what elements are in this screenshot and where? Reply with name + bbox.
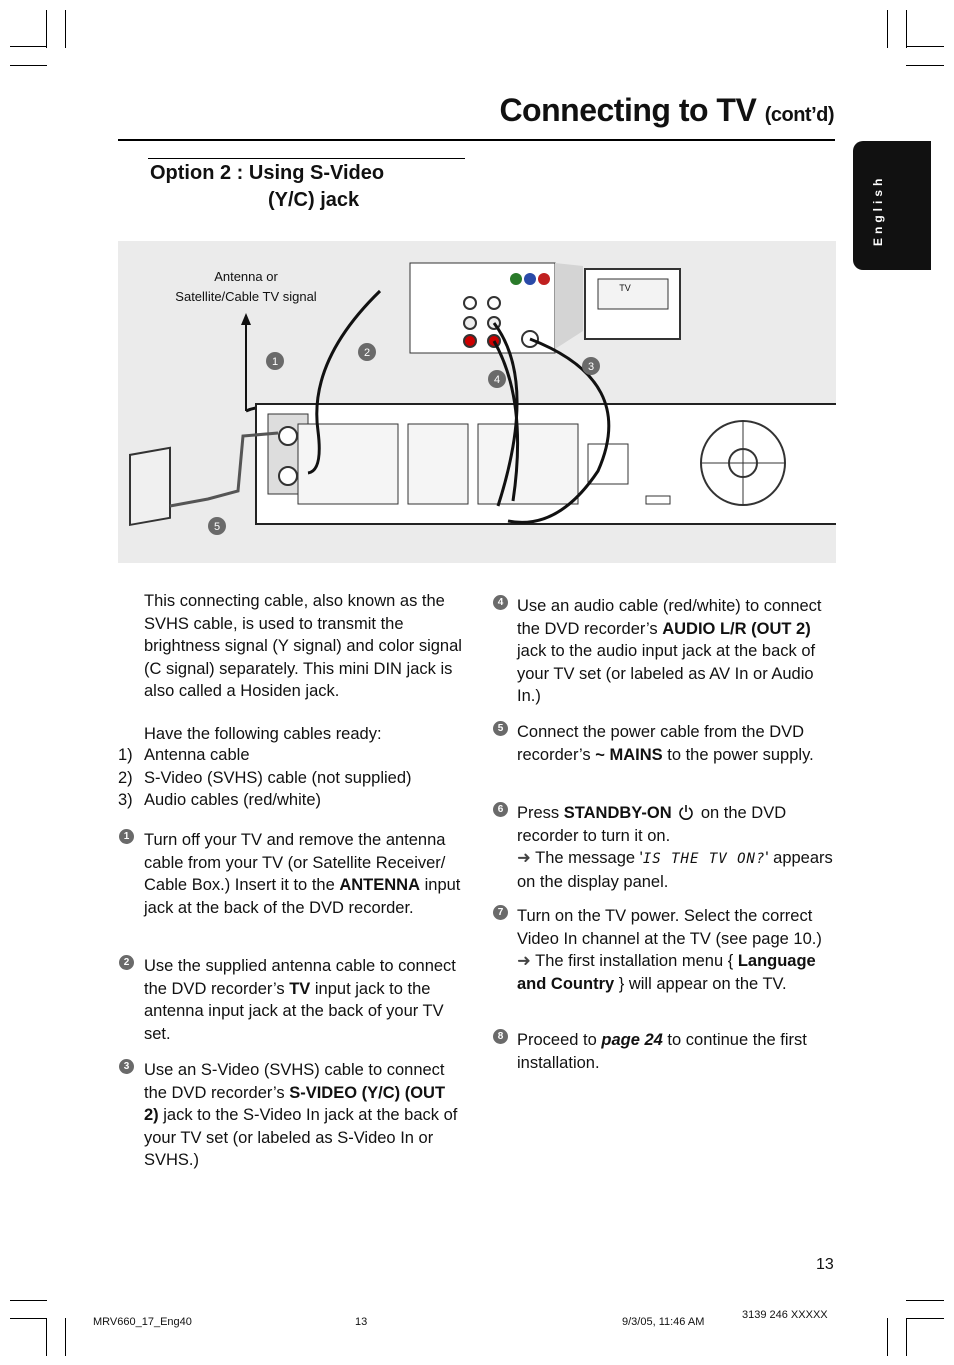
crop-mark — [906, 1318, 907, 1356]
crop-mark — [906, 46, 944, 47]
crop-mark — [65, 10, 66, 48]
arrow-icon: ➜ — [517, 952, 531, 970]
step-2-marker: 2 — [119, 955, 134, 970]
step-6-marker: 6 — [493, 802, 508, 817]
step-5-marker: 5 — [493, 721, 508, 736]
tv-label: TV — [619, 283, 631, 293]
step-7-marker: 7 — [493, 905, 508, 920]
language-tab: English — [853, 141, 931, 270]
power-icon — [679, 805, 694, 820]
step-4: Use an audio cable (red/white) to connec… — [517, 597, 822, 705]
language-tab-label: English — [871, 174, 885, 246]
antenna-label: Antenna or Satellite/Cable TV signal — [175, 269, 317, 304]
footer-date: 9/3/05, 11:46 AM — [622, 1316, 705, 1328]
crop-mark — [10, 65, 47, 66]
crop-mark — [65, 1318, 66, 1356]
diagram-marker-3: 3 — [588, 361, 594, 373]
connection-diagram: Antenna or Satellite/Cable TV signal — [118, 241, 836, 563]
page-title-suffix: (cont’d) — [764, 104, 835, 126]
cable-list-item: 1)Antenna cable — [118, 746, 250, 764]
title-rule — [118, 139, 835, 141]
diagram-marker-2: 2 — [364, 347, 370, 359]
cable-list-item: 3)Audio cables (red/white) — [118, 791, 322, 809]
page-title: Connecting to TV (cont’d) — [499, 92, 835, 128]
crop-mark — [10, 46, 47, 47]
diagram-marker-1: 1 — [272, 356, 278, 368]
step-2: Use the supplied antenna cable to connec… — [144, 957, 456, 1043]
crop-mark — [906, 1300, 944, 1301]
option-rule — [148, 158, 465, 159]
diagram-marker-5: 5 — [214, 521, 220, 533]
crop-mark — [10, 1318, 47, 1319]
footer-file: MRV660_17_Eng40 — [93, 1316, 192, 1328]
step-1: Turn off your TV and remove the antenna … — [144, 831, 461, 917]
option-heading-line1: Option 2 : Using S-Video — [150, 162, 385, 184]
crop-mark — [10, 1300, 47, 1301]
step-3-marker: 3 — [119, 1059, 134, 1074]
crop-mark — [46, 1318, 47, 1356]
step-1-marker: 1 — [119, 829, 134, 844]
step-8-marker: 8 — [493, 1029, 508, 1044]
option-heading-line2: (Y/C) jack — [268, 189, 360, 211]
step-8: Proceed to page 24 to continue the first… — [517, 1031, 807, 1072]
step-7: Turn on the TV power. Select the correct… — [517, 907, 822, 993]
crop-mark — [46, 10, 47, 48]
footer-code: 3139 246 XXXXX — [742, 1309, 828, 1321]
option-heading: Option 2 : Using S-Video (Y/C) jack — [150, 160, 384, 214]
intro-paragraph: This connecting cable, also known as the… — [144, 592, 462, 700]
crop-mark — [906, 10, 907, 48]
crop-mark — [887, 10, 888, 48]
crop-mark — [887, 1318, 888, 1356]
page-number: 13 — [816, 1256, 834, 1273]
diagram-marker-4: 4 — [494, 374, 500, 386]
lcd-message: IS THE TV ON? — [642, 851, 766, 867]
step-6: Press STANDBY-ON on the DVD recorder to … — [517, 804, 833, 891]
cable-list: 1)Antenna cable 2)S-Video (SVHS) cable (… — [118, 744, 458, 812]
footer-page: 13 — [355, 1316, 368, 1328]
intro-block: This connecting cable, also known as the… — [144, 590, 464, 745]
crop-mark — [906, 65, 944, 66]
arrow-icon: ➜ — [517, 849, 531, 867]
step-5: Connect the power cable from the DVD rec… — [517, 723, 814, 764]
step-3: Use an S-Video (SVHS) cable to connect t… — [144, 1061, 458, 1169]
crop-mark — [906, 1318, 944, 1319]
connection-illustration: 1 2 3 4 5 TV — [129, 262, 836, 535]
cable-list-item: 2)S-Video (SVHS) cable (not supplied) — [118, 768, 412, 787]
cables-heading: Have the following cables ready: — [144, 724, 382, 743]
step-4-marker: 4 — [493, 595, 508, 610]
